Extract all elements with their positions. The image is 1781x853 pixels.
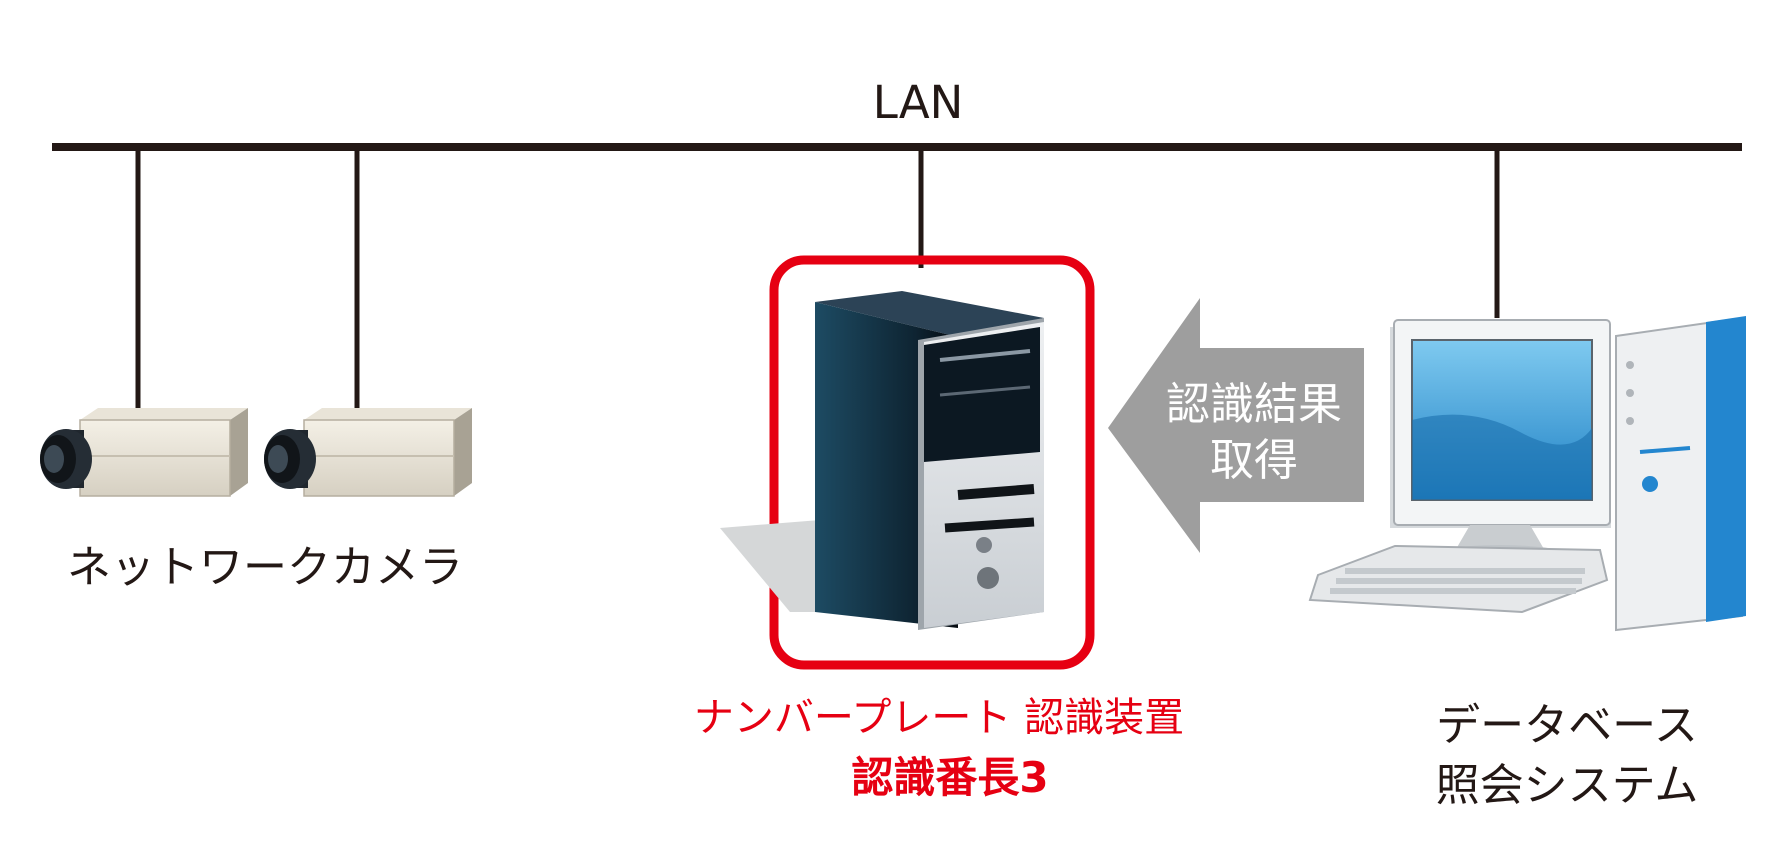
desktop-pc-icon bbox=[1308, 316, 1746, 632]
network-camera-icon bbox=[264, 408, 472, 497]
arrow-label-line-2: 取得 bbox=[1210, 435, 1298, 486]
network-camera-icon bbox=[40, 408, 248, 497]
arrow-label-line-1: 認識結果 bbox=[1166, 379, 1342, 430]
lan-network bbox=[52, 143, 1742, 412]
server-tower-icon bbox=[720, 291, 1044, 630]
lan-label: LAN bbox=[873, 76, 964, 129]
result-retrieval-arrow bbox=[1108, 298, 1364, 553]
network-camera-label: ネットワークカメラ bbox=[67, 542, 463, 593]
database-label-line-2: 照会システム bbox=[1436, 760, 1699, 811]
device-highlight-frame bbox=[769, 255, 1095, 670]
device-label-line-1: ナンバープレート 認識装置 bbox=[694, 695, 1184, 741]
device-product-name: 認識番長3 bbox=[851, 753, 1048, 802]
database-label-line-1: データベース bbox=[1436, 700, 1698, 751]
